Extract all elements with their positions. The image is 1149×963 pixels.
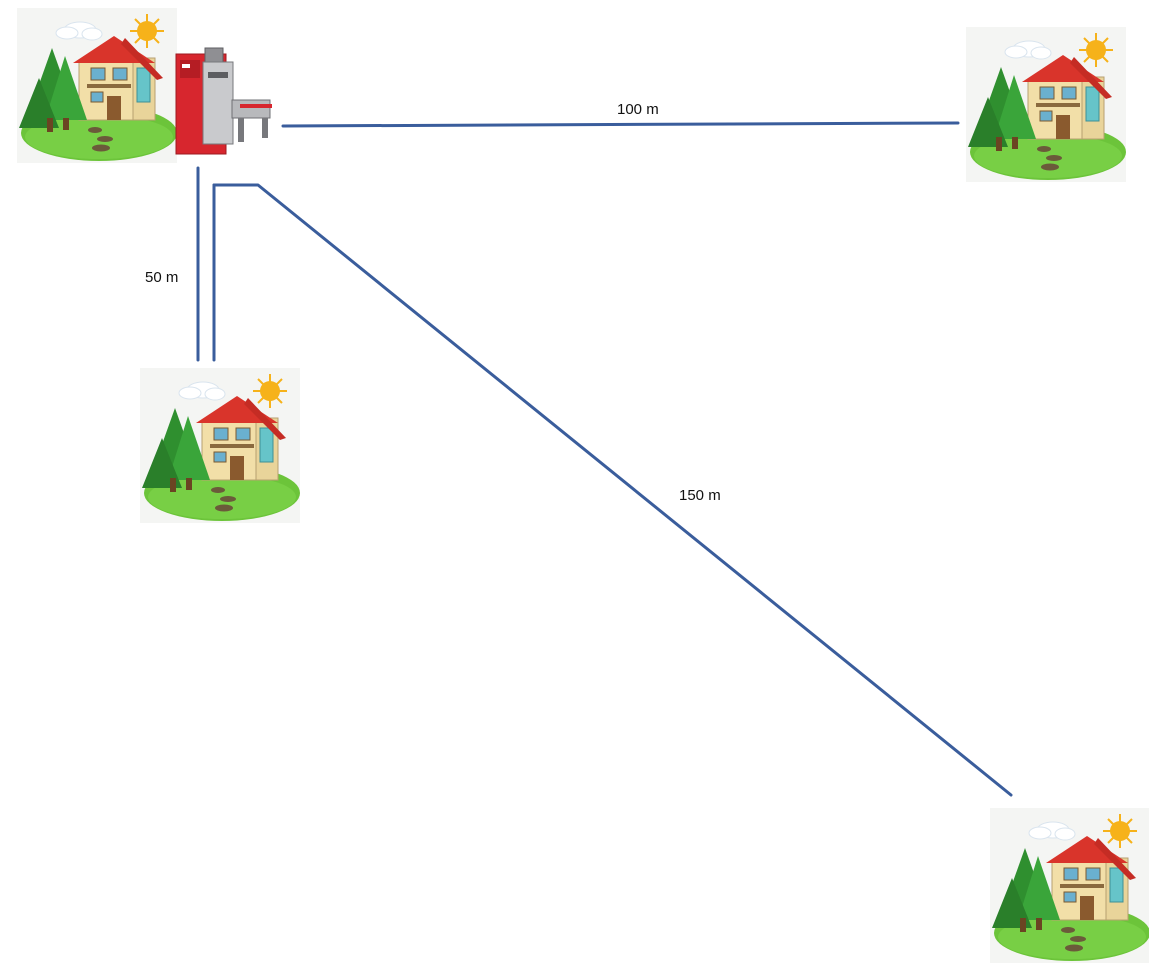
house-icon — [139, 367, 301, 524]
boiler-icon — [175, 47, 272, 155]
house-icon — [965, 26, 1127, 183]
house-icon — [989, 807, 1149, 963]
distance-label-southeast: 150 m — [679, 487, 721, 504]
distance-label-east: 100 m — [617, 101, 659, 118]
pipe-southeast — [212, 183, 1013, 797]
pipe-east — [281, 121, 960, 128]
house-icon — [16, 7, 178, 164]
distance-label-south: 50 m — [145, 269, 178, 286]
